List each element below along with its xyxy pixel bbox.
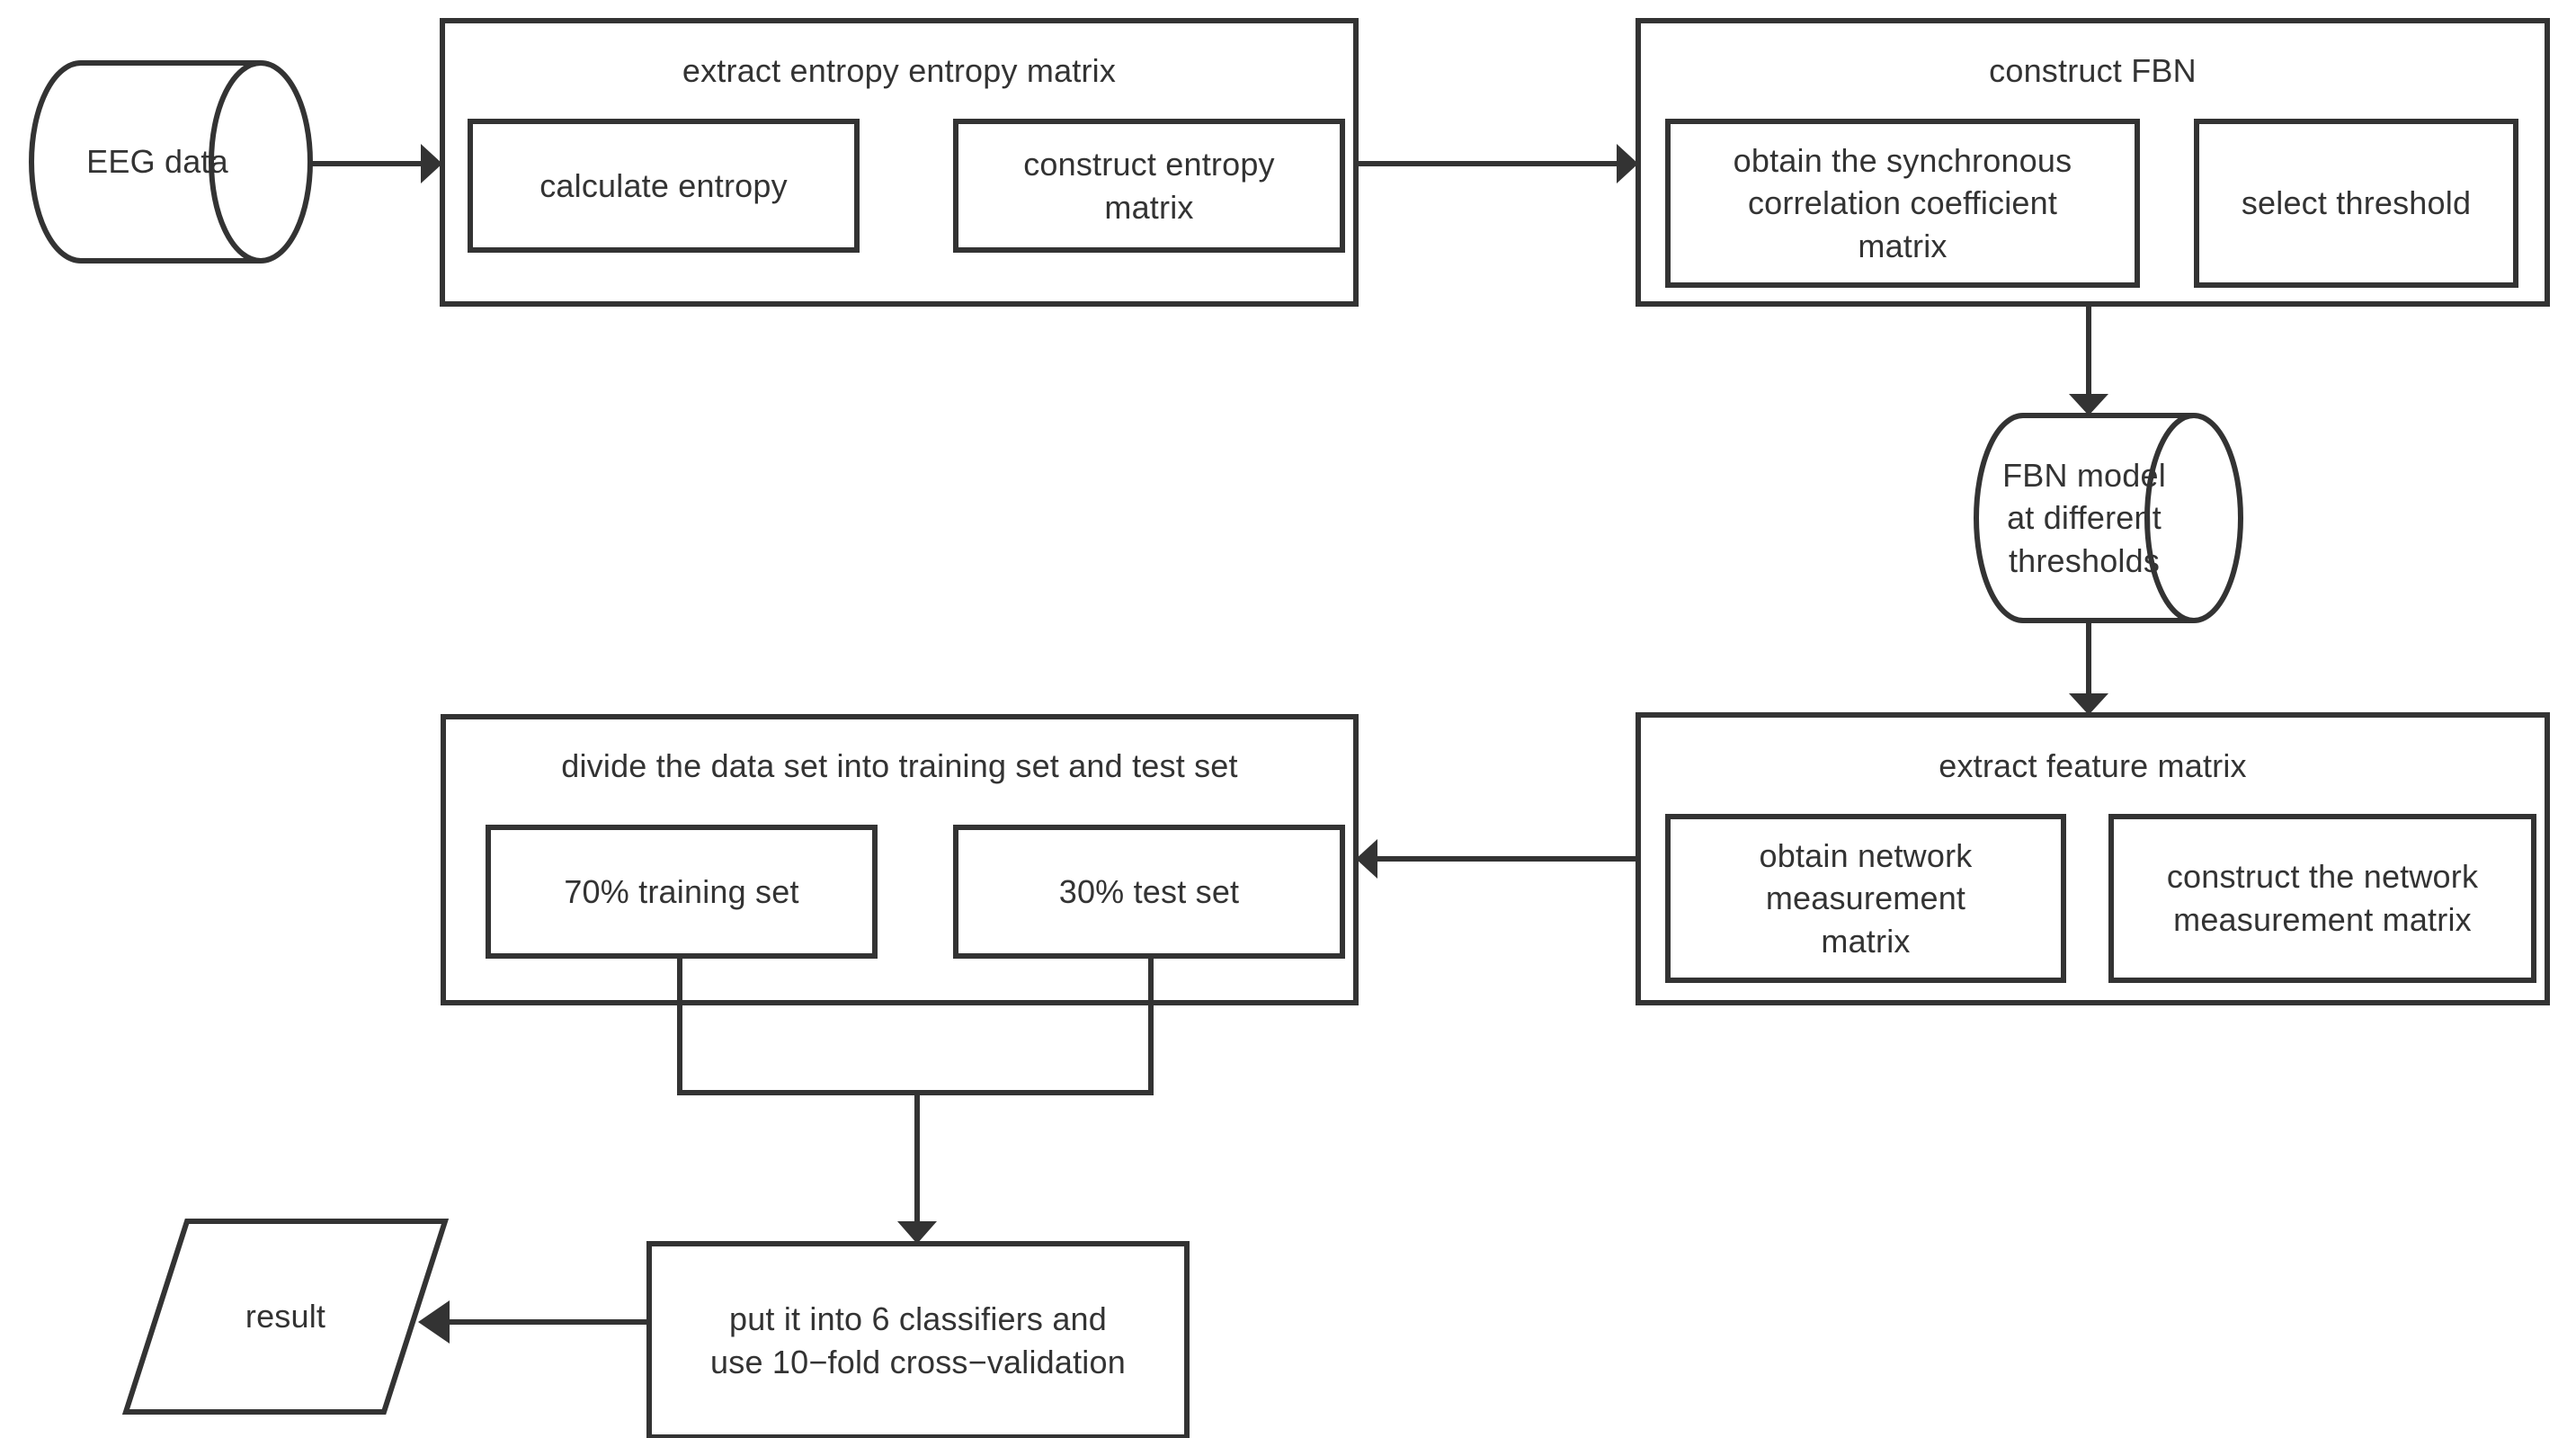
node-select-threshold-outline [2194, 119, 2518, 288]
node-training-set-outline [486, 825, 878, 959]
node-eeg-data-shape [29, 60, 313, 263]
edge-fbn-model-to-extract-feature [2069, 621, 2108, 715]
node-construct-entropy-matrix-outline [953, 119, 1345, 253]
node-construct-network-measurement-outline [2108, 814, 2536, 983]
edge-extract-entropy-to-construct-fbn [1356, 144, 1638, 183]
edge-classifiers-to-result [418, 1300, 649, 1344]
node-obtain-network-measurement-outline [1665, 814, 2066, 983]
node-fbn-model-shape [1974, 413, 2243, 623]
node-test-set-outline [953, 825, 1345, 959]
node-obtain-sync-corr-matrix-outline [1665, 119, 2140, 288]
node-calculate-entropy-outline [468, 119, 860, 253]
node-result-outline [121, 1219, 450, 1415]
node-classifiers-outline [646, 1241, 1190, 1438]
edge-eeg-to-extract-entropy [310, 144, 442, 183]
edge-construct-fbn-to-fbn-model [2069, 304, 2108, 415]
edge-divide-dataset-to-classifiers [677, 956, 1154, 1244]
edge-extract-feature-to-divide-dataset [1356, 839, 1638, 879]
